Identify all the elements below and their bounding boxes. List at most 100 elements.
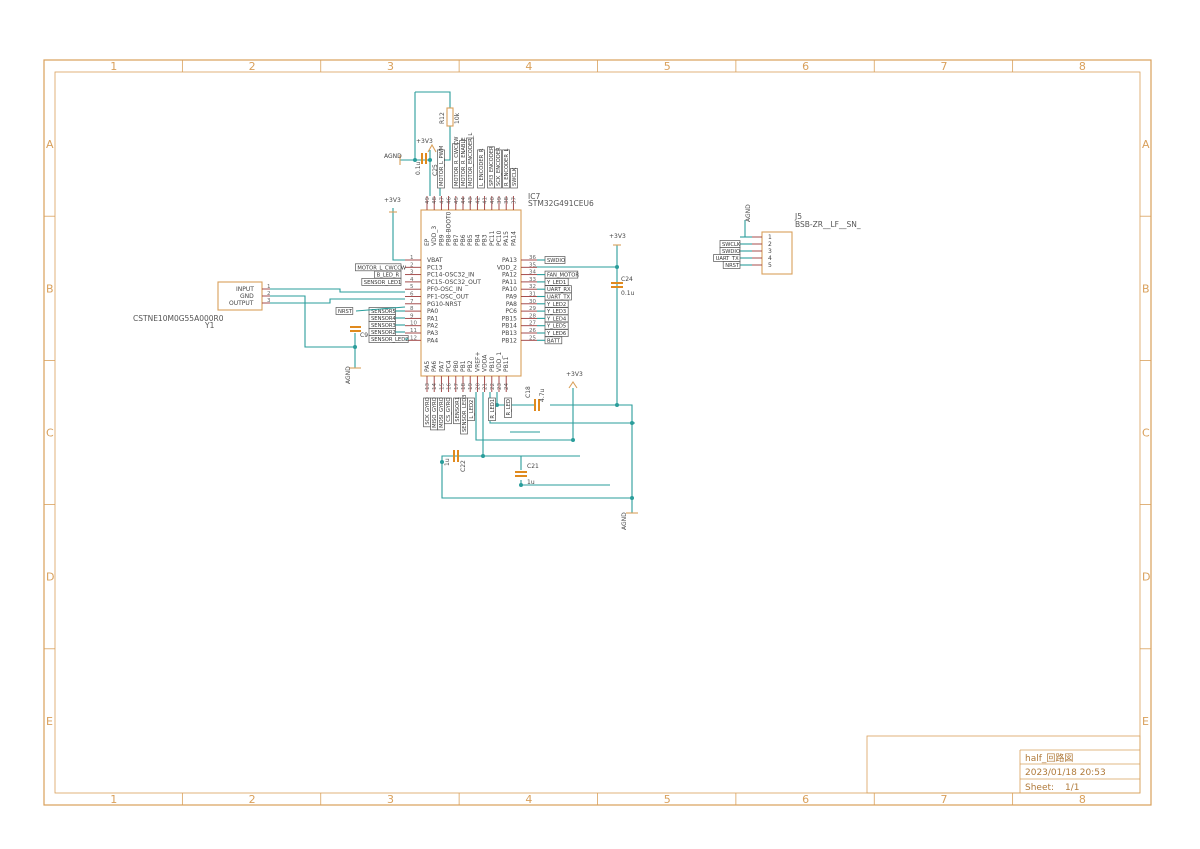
net-label-box (494, 149, 502, 189)
connector-pin-num: 2 (768, 241, 772, 248)
zone-col-bottom: 2 (249, 793, 256, 806)
mcu-pin-num: 2 (410, 262, 414, 268)
vcc-label-top: +3V3 (416, 138, 433, 145)
zone-row-right: A (1142, 138, 1150, 151)
net-label: SPI3_ENCODER (489, 146, 495, 186)
c18-value: 4.7u (539, 388, 546, 402)
mcu-pin-num: 37 (511, 197, 517, 204)
mcu-pin-num: 7 (410, 299, 414, 305)
zone-row-left: A (46, 138, 54, 151)
mcu-pin-name: PC6 (505, 308, 517, 315)
mcu-pin-name: PA1 (427, 315, 438, 322)
mcu-ref: IC7 (528, 192, 540, 201)
c25-ref: C25 (432, 164, 439, 176)
mcu-value: STM32G491CEU6 (528, 199, 594, 208)
zone-col-top: 4 (525, 60, 532, 73)
crystal-pin-gnd: GND (240, 293, 254, 300)
mcu-pin-name: PB2 (467, 360, 474, 372)
c21-ref: C21 (527, 463, 539, 470)
mcu-pin-name: PB12 (502, 337, 518, 344)
net-label-box (444, 397, 452, 425)
mcu-pin-num: 44 (461, 197, 467, 204)
mcu-pin-name: PB1 (460, 360, 467, 372)
net-label-box (335, 307, 354, 315)
net-label: BATT (547, 338, 561, 344)
net-label: FAN_MOTOR (547, 273, 579, 279)
crystal-pin-num-2: 2 (267, 291, 271, 297)
mcu-pin-name: PA3 (427, 330, 438, 337)
net-label-box (510, 168, 518, 189)
mcu-pin-name: PG10-NRST (427, 301, 462, 308)
net-label-box (722, 261, 741, 269)
net-label: MOTOR_L_PWM (439, 146, 445, 186)
zone-row-right: E (1142, 715, 1149, 728)
mcu-pin-num: 17 (454, 383, 460, 390)
connector-value: BSB-ZR__LF__SN_ (795, 220, 861, 229)
c24-value: 0.1u (621, 290, 635, 297)
crystal-pin-num-3: 3 (267, 298, 271, 304)
connector-ref: J5 (794, 212, 802, 221)
resistor-body (446, 107, 454, 127)
mcu-pin-num: 39 (497, 197, 503, 204)
net-label: Y_LED3 (546, 309, 566, 315)
resistor-ref: R12 (439, 112, 446, 124)
zone-col-top: 7 (940, 60, 947, 73)
mcu-pin-num: 11 (410, 328, 417, 334)
mcu-pin-name: VDD_2 (497, 264, 517, 271)
connector-pin-num: 1 (768, 234, 772, 241)
mcu-body (420, 209, 522, 377)
vcc-symbol-c24: +3V3 (609, 233, 626, 246)
net-label: R_LED (506, 399, 512, 415)
zone-row-left: E (46, 715, 53, 728)
zone-col-top: 3 (387, 60, 394, 73)
mcu-pin-num: 3 (410, 270, 414, 276)
mcu-pin-name: PA6 (431, 361, 438, 372)
mcu-pin-name: PA9 (506, 294, 517, 301)
net-label: Y_LED4 (546, 316, 567, 322)
c25-value: 0.1u (415, 161, 422, 175)
mcu-pin-name: PB3 (482, 234, 489, 246)
title-block-sheet-value: 1/1 (1065, 783, 1079, 793)
mcu-pin-name: PB11 (503, 356, 510, 372)
vcc-symbol-top: +3V3 (416, 138, 437, 153)
zone-col-top: 2 (249, 60, 256, 73)
vcc-symbol-bottom: +3V3 (566, 371, 583, 389)
net-label: MOTOR_R_CWCCW (454, 137, 460, 186)
title-block-date: 2023/01/18 20:53 (1025, 768, 1106, 778)
zone-col-bottom: 4 (525, 793, 532, 806)
net-label: SENSOR4 (371, 316, 396, 322)
net-label: Y_LED6 (546, 331, 566, 337)
net-label: MISO_GYRO (432, 397, 438, 428)
mcu-pin-num: 1 (410, 255, 414, 261)
net-label: UART_TX (716, 256, 740, 262)
mcu-pin-num: 20 (475, 383, 481, 390)
capacitor-c22: 1u C22 (444, 450, 467, 472)
title-block-title: half_回路図 (1025, 752, 1073, 764)
zone-col-bottom: 1 (110, 793, 117, 806)
zone-row-right: D (1142, 571, 1150, 584)
vcc-symbol-vbat: +3V3 (384, 197, 401, 213)
net-label: SCK_ENCODER (496, 147, 502, 186)
net-label: SENSOR5 (371, 309, 396, 315)
zone-row-right: B (1142, 282, 1150, 295)
mcu-pin-name: VDD_3 (431, 226, 438, 246)
mcu-pin-num: 22 (490, 383, 496, 390)
mcu-pin-name: PA14 (510, 231, 517, 246)
crystal-value: CSTNE10M0G55A000R0 (133, 314, 224, 323)
mcu-pin-num: 46 (447, 197, 453, 204)
mcu-pin-num: 27 (529, 321, 536, 327)
mcu-pin-num: 15 (439, 383, 445, 390)
zone-row-left: D (46, 571, 54, 584)
net-label: SWDIO (547, 258, 565, 264)
net-label: Y_LED1 (546, 280, 566, 286)
crystal-ref: Y1 (204, 321, 215, 330)
mcu-pin-name: PB0 (453, 360, 460, 372)
mcu-pin-name: PA5 (424, 361, 431, 372)
mcu-pin-name: PB8-BOOT0 (446, 211, 453, 246)
mcu-pin-num: 14 (432, 383, 438, 390)
mcu-pin-num: 31 (529, 292, 536, 298)
mcu-pin-num: 8 (410, 306, 414, 312)
net-label-box (477, 149, 485, 189)
